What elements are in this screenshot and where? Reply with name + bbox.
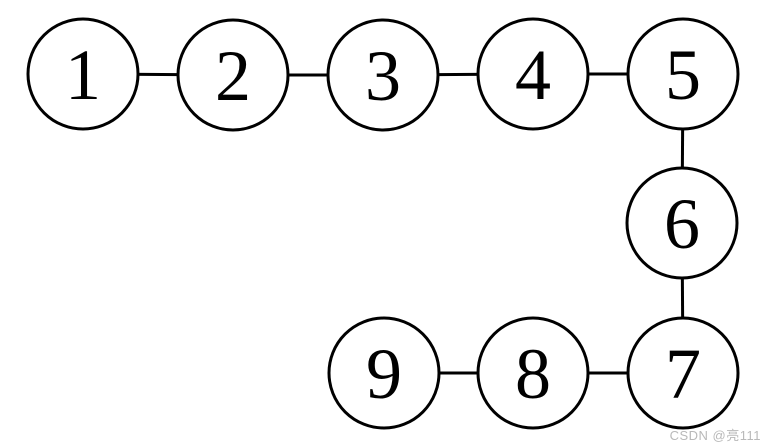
- node-circle-6: [625, 166, 739, 280]
- node-label-5: 5: [665, 35, 701, 115]
- node-circle-9: [327, 316, 441, 430]
- node-circle-5: [626, 17, 740, 131]
- node-label-1: 1: [65, 35, 101, 115]
- node-label-4: 4: [515, 35, 551, 115]
- node-circle-7: [626, 316, 740, 430]
- node-label-9: 9: [366, 334, 402, 414]
- node-circle-4: [476, 17, 590, 131]
- node-circle-3: [326, 18, 440, 132]
- node-circle-2: [176, 18, 290, 132]
- node-label-7: 7: [665, 334, 701, 414]
- node-circle-1: [26, 17, 140, 131]
- node-label-8: 8: [515, 334, 551, 414]
- node-label-2: 2: [215, 36, 251, 116]
- node-label-3: 3: [365, 36, 401, 116]
- node-circle-8: [476, 316, 590, 430]
- node-label-6: 6: [664, 184, 700, 264]
